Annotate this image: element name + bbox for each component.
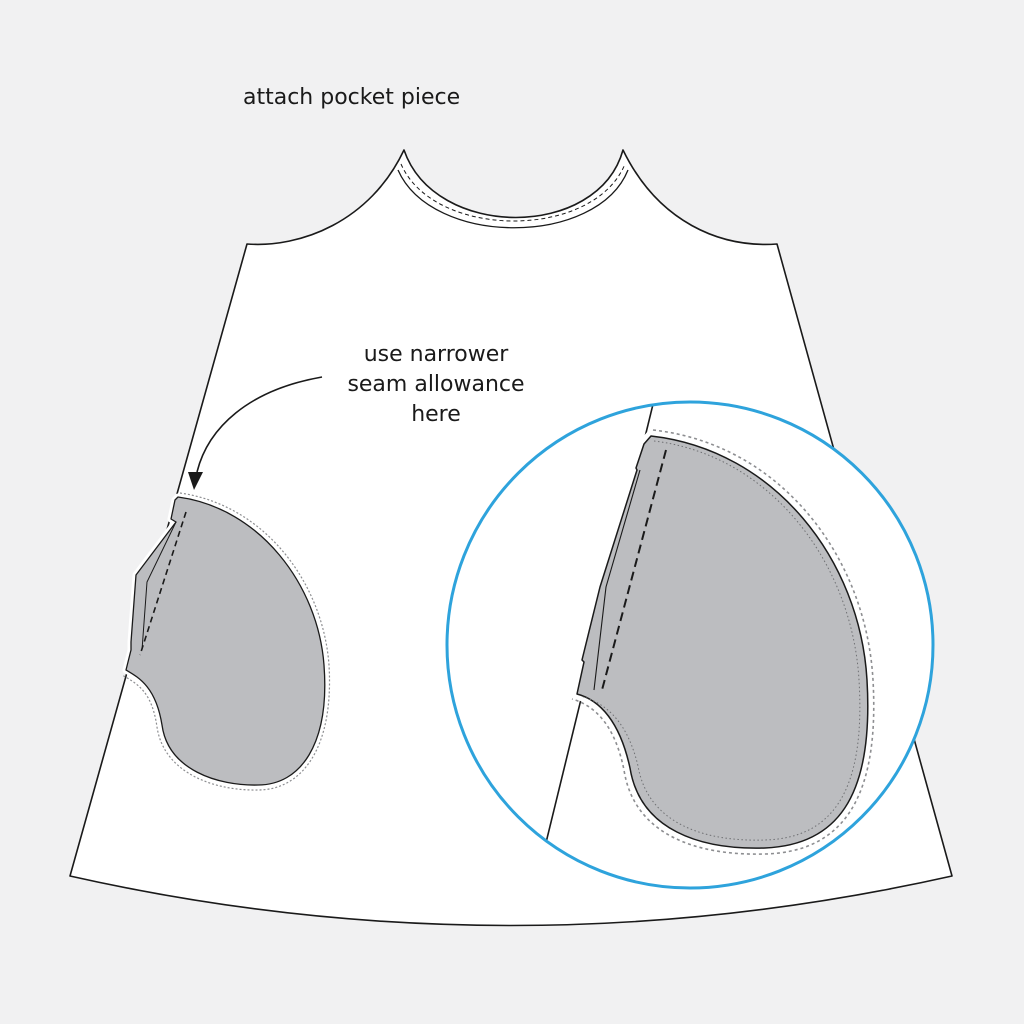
- zoomed-pocket-outline: [576, 435, 869, 849]
- pocket-outline: [125, 496, 326, 786]
- pocket-seam-line: [139, 511, 187, 656]
- pocket-overlock-loops: [121, 492, 331, 791]
- arrowhead-icon: [188, 472, 203, 490]
- pocket-piece: [121, 492, 331, 791]
- callout-line-2: seam allowance: [347, 372, 525, 397]
- callout-line-1: use narrower: [363, 342, 509, 367]
- seam-allowance-callout: use narrower seam allowance here: [320, 340, 552, 430]
- zoomed-fold-line: [593, 469, 641, 691]
- neckline-stitching: [400, 163, 626, 222]
- zoomed-overlock-loops: [571, 429, 875, 855]
- pocket-fold-line: [141, 521, 177, 651]
- callout-line-3: here: [411, 402, 461, 427]
- magnifier-detail: [447, 402, 933, 888]
- curved-arrow-icon: [196, 376, 323, 473]
- neckline-binding: [397, 169, 629, 229]
- step-title: attach pocket piece: [243, 85, 461, 110]
- zoom-circle-icon: [445, 400, 935, 890]
